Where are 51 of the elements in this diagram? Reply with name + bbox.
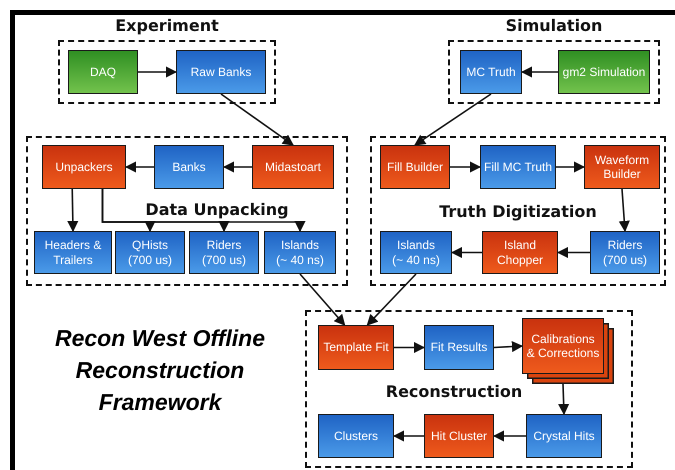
arrow bbox=[450, 161, 482, 173]
arrow bbox=[67, 188, 78, 232]
process-box: DAQ bbox=[68, 50, 138, 94]
arrow bbox=[394, 342, 426, 354]
arrow bbox=[450, 246, 482, 258]
arrow bbox=[492, 430, 526, 442]
process-box: Hit Cluster bbox=[424, 414, 494, 458]
process-box: Riders (700 us) bbox=[189, 231, 259, 274]
process-box: Headers & Trailers bbox=[34, 231, 112, 274]
process-box: Unpackers bbox=[42, 145, 126, 189]
process-box: Template Fit bbox=[318, 325, 394, 370]
process-box: Raw Banks bbox=[176, 50, 266, 94]
process-box: Crystal Hits bbox=[526, 414, 602, 458]
process-box: Islands (~ 40 ns) bbox=[380, 231, 452, 274]
group-title: Data Unpacking bbox=[145, 200, 289, 219]
dashed-group-box bbox=[305, 310, 633, 468]
arrow bbox=[124, 161, 154, 173]
arrow bbox=[366, 273, 417, 326]
process-box: QHists (700 us) bbox=[115, 231, 185, 274]
process-box: gm2 Simulation bbox=[558, 50, 650, 94]
process-box: Midastoart bbox=[252, 145, 334, 189]
process-box: Riders (700 us) bbox=[590, 231, 660, 274]
arrow bbox=[222, 161, 252, 173]
dashed-group-box bbox=[370, 136, 666, 286]
arrow bbox=[618, 188, 630, 232]
group-title: Simulation bbox=[506, 16, 602, 35]
arrow bbox=[520, 66, 558, 78]
group-title: Experiment bbox=[115, 16, 219, 35]
arrow bbox=[556, 161, 586, 173]
arrow bbox=[102, 189, 306, 232]
process-box: Clusters bbox=[318, 414, 394, 458]
arrow bbox=[138, 66, 178, 78]
process-box: Fill MC Truth bbox=[480, 145, 556, 189]
process-box: Islands (~ 40 ns) bbox=[264, 231, 336, 274]
arrow bbox=[220, 93, 294, 146]
arrow bbox=[558, 384, 570, 416]
process-box: Banks bbox=[154, 145, 224, 189]
process-box: Waveform Builder bbox=[584, 145, 660, 189]
arrow bbox=[414, 93, 492, 146]
group-title: Truth Digitization bbox=[439, 202, 597, 221]
arrow bbox=[494, 340, 524, 352]
process-box: Fill Builder bbox=[380, 145, 450, 189]
arrow bbox=[392, 430, 424, 442]
process-box: Island Chopper bbox=[482, 231, 558, 274]
dashed-group-box bbox=[26, 136, 348, 286]
framework-title: Recon West Offline Reconstruction Framework bbox=[54, 324, 266, 417]
process-box: MC Truth bbox=[460, 50, 522, 94]
arrow bbox=[556, 246, 590, 258]
group-title: Reconstruction bbox=[386, 382, 522, 401]
process-box: Fit Results bbox=[424, 325, 494, 370]
arrow bbox=[299, 273, 346, 326]
